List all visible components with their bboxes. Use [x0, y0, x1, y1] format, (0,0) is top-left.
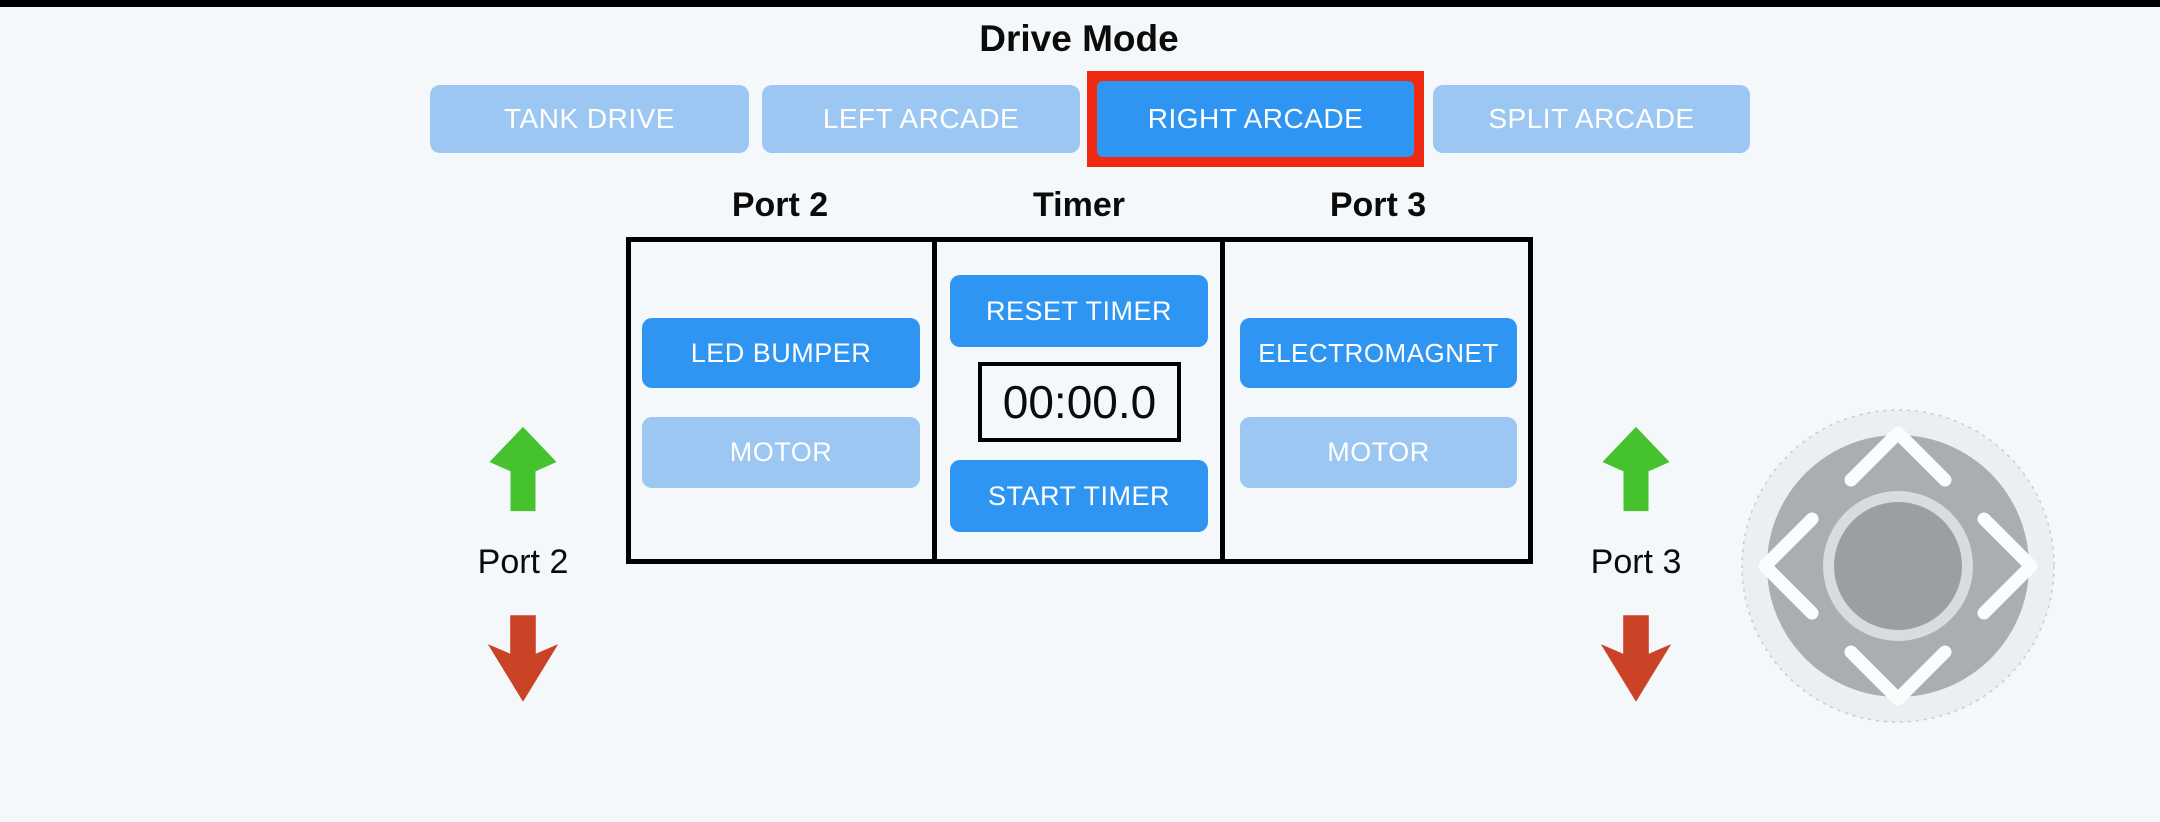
up-arrow-icon — [489, 426, 557, 512]
port2-arrow-label: Port 2 — [477, 543, 569, 581]
port3-arrow-label: Port 3 — [1590, 543, 1682, 581]
mode-button-split-arcade[interactable]: SPLIT ARCADE — [1433, 85, 1750, 153]
start-timer-button[interactable]: START TIMER — [950, 460, 1208, 532]
port2-down-arrow-icon[interactable] — [483, 611, 563, 706]
joystick-left-chevron-icon — [1758, 512, 1819, 620]
timer-column-header: Timer — [1033, 186, 1125, 224]
port3-motor-button[interactable]: MOTOR — [1240, 417, 1517, 488]
port2-motor-button[interactable]: MOTOR — [642, 417, 920, 488]
device-panel — [626, 237, 1533, 564]
port2-column-header: Port 2 — [731, 186, 829, 224]
port3-down-arrow-icon[interactable] — [1596, 611, 1676, 706]
joystick-down-chevron-icon — [1844, 645, 1952, 706]
panel-divider-left — [932, 237, 937, 564]
mode-button-tank-drive[interactable]: TANK DRIVE — [430, 85, 749, 153]
down-arrow-icon — [487, 615, 559, 702]
mode-button-left-arcade[interactable]: LEFT ARCADE — [762, 85, 1080, 153]
port3-column-header: Port 3 — [1329, 186, 1427, 224]
joystick-knob — [1834, 502, 1962, 630]
top-bar — [0, 0, 2160, 7]
panel-divider-right — [1220, 237, 1225, 564]
mode-button-right-arcade[interactable]: RIGHT ARCADE — [1097, 81, 1414, 157]
joystick[interactable] — [1738, 406, 2058, 726]
down-arrow-icon — [1600, 615, 1672, 702]
port3-up-arrow-icon[interactable] — [1597, 424, 1675, 514]
page-title: Drive Mode — [979, 18, 1179, 59]
selected-mode-highlight: RIGHT ARCADE — [1087, 71, 1424, 167]
reset-timer-button[interactable]: RESET TIMER — [950, 275, 1208, 347]
up-arrow-icon — [1602, 426, 1670, 512]
joystick-right-chevron-icon — [1977, 512, 2038, 620]
joystick-up-chevron-icon — [1844, 426, 1952, 487]
led-bumper-button[interactable]: LED BUMPER — [642, 318, 920, 388]
joystick-pad — [1741, 409, 2055, 723]
port2-up-arrow-icon[interactable] — [484, 424, 562, 514]
timer-display: 00:00.0 — [978, 362, 1181, 442]
electromagnet-button[interactable]: ELECTROMAGNET — [1240, 318, 1517, 388]
